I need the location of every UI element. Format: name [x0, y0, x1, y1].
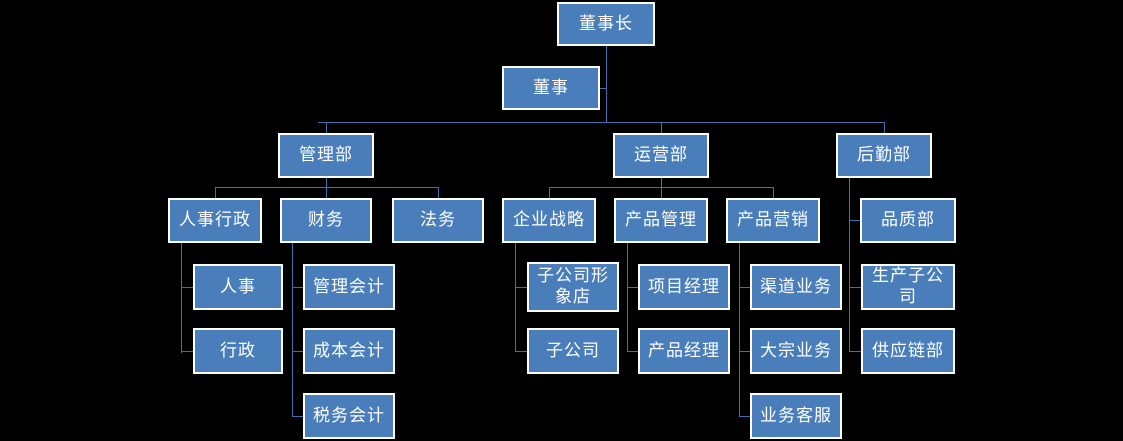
org-node-label: 项目经理: [648, 276, 720, 297]
connector-line: [318, 122, 884, 123]
connector-line: [627, 287, 638, 288]
org-node-subsidiary[interactable]: 子公司: [527, 328, 619, 374]
org-node-hr-admin[interactable]: 人事行政: [168, 198, 262, 243]
org-node-chairman[interactable]: 董事长: [557, 2, 655, 46]
org-node-label: 业务客服: [760, 405, 832, 426]
org-node-logistics-dept[interactable]: 后勤部: [836, 133, 932, 178]
org-node-label: 子公司形象店: [537, 266, 609, 307]
org-node-admin[interactable]: 行政: [193, 328, 283, 374]
org-node-mgmt-accounting[interactable]: 管理会计: [303, 264, 395, 310]
connector-line: [739, 243, 740, 416]
connector-line: [181, 243, 182, 353]
org-node-label: 人事行政: [179, 210, 251, 230]
org-node-channel-biz[interactable]: 渠道业务: [750, 264, 842, 310]
org-node-supply-chain[interactable]: 供应链部: [861, 328, 955, 374]
org-node-label: 财务: [308, 210, 344, 230]
connector-line: [292, 287, 303, 288]
org-node-label: 管理会计: [313, 276, 385, 297]
org-node-label: 管理部: [299, 145, 353, 165]
org-node-legal[interactable]: 法务: [392, 198, 484, 243]
org-node-product-mgmt[interactable]: 产品管理: [614, 198, 708, 243]
connector-line: [849, 351, 861, 352]
org-node-project-manager[interactable]: 项目经理: [638, 264, 730, 310]
connector-line: [515, 351, 527, 352]
connector-line: [326, 122, 327, 133]
connector-line: [884, 122, 885, 133]
org-node-label: 人事: [220, 276, 256, 297]
org-node-director[interactable]: 董事: [502, 66, 600, 110]
org-node-label: 产品经理: [648, 340, 720, 361]
org-node-label: 品质部: [881, 210, 935, 230]
connector-line: [326, 178, 327, 187]
connector-line: [849, 178, 850, 351]
org-node-label: 企业战略: [513, 210, 585, 230]
connector-line: [661, 122, 662, 133]
connector-line: [292, 243, 293, 416]
connector-line: [606, 46, 607, 122]
org-node-label: 行政: [220, 340, 256, 361]
org-node-corp-strategy[interactable]: 企业战略: [502, 198, 596, 243]
connector-line: [549, 187, 550, 198]
connector-line: [627, 351, 638, 352]
org-node-sub-image-store[interactable]: 子公司形象店: [527, 262, 619, 312]
org-node-label: 渠道业务: [760, 276, 832, 297]
org-node-finance[interactable]: 财务: [280, 198, 372, 243]
org-node-biz-service[interactable]: 业务客服: [750, 393, 842, 439]
org-node-label: 运营部: [634, 145, 688, 165]
connector-line: [292, 351, 303, 352]
connector-line: [627, 243, 628, 351]
org-node-prod-subsidiary[interactable]: 生产子公司: [861, 264, 955, 310]
connector-line: [438, 187, 439, 198]
connector-line: [181, 287, 193, 288]
connector-line: [600, 88, 607, 89]
connector-line: [739, 287, 750, 288]
org-node-product-manager[interactable]: 产品经理: [638, 328, 730, 374]
connector-line: [773, 187, 774, 198]
connector-line: [849, 287, 861, 288]
connector-line: [515, 287, 527, 288]
org-node-label: 生产子公司: [872, 266, 944, 307]
connector-line: [661, 187, 662, 198]
org-node-label: 产品管理: [625, 210, 697, 230]
org-node-label: 后勤部: [857, 145, 911, 165]
org-node-quality-dept[interactable]: 品质部: [860, 198, 956, 243]
org-node-tax-accounting[interactable]: 税务会计: [303, 393, 395, 439]
org-node-product-mkt[interactable]: 产品营销: [726, 198, 820, 243]
connector-line: [515, 243, 516, 351]
org-node-label: 法务: [420, 210, 456, 230]
org-node-label: 董事长: [579, 13, 633, 34]
org-node-ops-dept[interactable]: 运营部: [613, 133, 709, 178]
org-node-bulk-biz[interactable]: 大宗业务: [750, 328, 842, 374]
org-node-hr[interactable]: 人事: [193, 264, 283, 310]
org-node-cost-accounting[interactable]: 成本会计: [303, 328, 395, 374]
org-node-label: 大宗业务: [760, 340, 832, 361]
connector-line: [181, 351, 193, 352]
connector-line: [292, 416, 303, 417]
org-node-label: 董事: [533, 77, 569, 98]
connector-line: [739, 416, 750, 417]
org-node-label: 供应链部: [872, 340, 944, 361]
connector-line: [849, 220, 860, 221]
org-node-label: 子公司: [546, 340, 600, 361]
org-node-label: 税务会计: [313, 405, 385, 426]
connector-line: [215, 187, 216, 198]
org-node-mgmt-dept[interactable]: 管理部: [278, 133, 374, 178]
connector-line: [661, 178, 662, 187]
connector-line: [739, 351, 750, 352]
org-node-label: 产品营销: [737, 210, 809, 230]
org-node-label: 成本会计: [313, 340, 385, 361]
connector-line: [326, 187, 327, 198]
